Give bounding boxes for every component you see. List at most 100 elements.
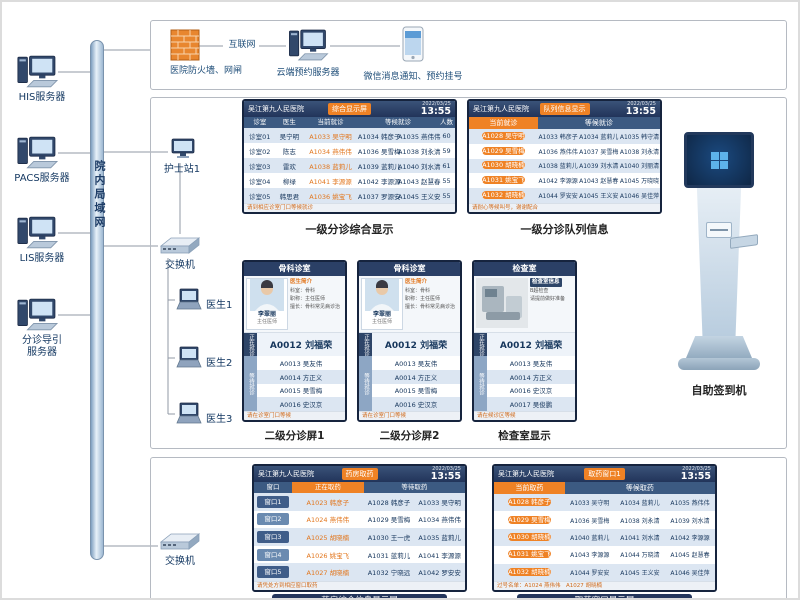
current-patient-row: 正在就诊 A0012 刘福荣 [474, 332, 575, 356]
wait-cell: A1043 李源源 [570, 552, 610, 560]
wait-item: A0013 吴友伟 [394, 359, 438, 368]
wait-cell: A1039 蓝莉儿 [357, 162, 401, 171]
wait-cell: A1042 罗安安 [418, 569, 461, 578]
wait-cell: A1042 李源源 [357, 177, 401, 186]
wait-cell: A1042 李源源 [670, 535, 710, 543]
date-text: 2022/03/25 [627, 100, 656, 107]
doctor-photo [250, 279, 284, 311]
doctor-photo [365, 279, 399, 311]
wait-cell: A1032 宁晓远 [367, 569, 411, 578]
wait-cell: A1034 韩彦子 [357, 132, 401, 141]
wait-item: A0014 方正义 [487, 369, 575, 384]
triage-guide-server-icon [16, 297, 60, 337]
wait-cell: A1037 吴雪梅 [579, 148, 619, 156]
current-patient-row: 正在就诊 A0012 刘福荣 [359, 332, 460, 356]
kiosk-keypad-tray [730, 234, 758, 249]
wait-cell: A1035 蓝莉儿 [418, 533, 461, 542]
doctor-card: 李翠丽 主任医师 [246, 278, 288, 330]
doctor-info-panel: 李翠丽 主任医师 医生简介 科室：骨科 职称：主任医师 擅长：骨科常见病诊治 [359, 276, 460, 332]
col-doctor: 医生 [282, 118, 296, 126]
count-cell: 55 [442, 191, 451, 200]
column-headers: 当前取药 等候取药 [494, 482, 715, 494]
doctor-cell: 陈志 [282, 147, 296, 156]
doctor-cell: 雷欢 [282, 162, 296, 171]
current-label: 正在就诊 [244, 333, 257, 356]
window-cell: 窗口2 [257, 513, 289, 526]
wait-cell: A1034 蓝莉儿 [620, 500, 660, 508]
col-waiting: 等候就诊 [385, 118, 411, 126]
col-room: 诊室 [253, 118, 267, 126]
kiosk-printer-slot [706, 222, 732, 238]
date-text: 2022/03/25 [432, 465, 461, 472]
windows-logo-icon [710, 151, 728, 169]
wait-cell: A1042 李源源 [538, 178, 578, 186]
waiting-panel: 等待就诊 A0013 吴友伟 A0014 方正义 A0015 吴雪梅 A0016… [244, 356, 345, 411]
count-cell: 61 [442, 161, 451, 170]
screen-l2-triage-1: 骨科诊室 李翠丽 主任医师 医生简介 科室：骨科 职称：主任医师 擅长：骨科常见… [242, 260, 347, 422]
lis-server-icon [16, 215, 60, 255]
dept-header: 骨科诊室 [359, 262, 460, 276]
col-waiting: 等候就诊 [537, 117, 660, 129]
wait-cell: A1038 刘永清 [620, 517, 660, 525]
current-pill: A1030 胡晓楠 [508, 533, 551, 542]
info-line: 职称：主任医师 [405, 295, 441, 302]
current-cell: A1023 韩彦子 [306, 498, 350, 507]
current-pill: A1031 姚宝飞 [508, 550, 551, 559]
screen-badge: 药房取药 [341, 468, 378, 480]
switch-icon [158, 234, 202, 262]
window-cell: 窗口1 [257, 495, 289, 508]
nurse-station-icon [170, 138, 196, 164]
current-cell: A1038 蓝莉儿 [309, 162, 352, 171]
wechat-notify-label: 微信消息通知、预约挂号 [363, 72, 463, 82]
col-count: 人数 [440, 118, 454, 126]
current-patient: A0012 刘福荣 [487, 333, 575, 356]
current-pill: A1031 姚宝飞 [482, 176, 525, 185]
wait-cell: A1034 燕伟伟 [418, 516, 461, 525]
col-window: 窗口 [254, 482, 292, 493]
wait-cell: A1028 韩彦子 [367, 498, 411, 507]
wait-cell: A1035 燕伟伟 [398, 132, 441, 141]
doctor-cell: 柳绿 [282, 177, 296, 186]
caption-triage-overview: 一级分诊综合显示 [305, 223, 394, 236]
doctor-info-panel: 李翠丽 主任医师 医生简介 科室：骨科 职称：主任医师 擅长：骨科常见病诊治 [244, 276, 345, 332]
current-pill: A1028 韩彦子 [508, 498, 551, 507]
wait-cell: A1044 罗安安 [570, 569, 610, 577]
current-pill: A1029 吴雪梅 [508, 515, 551, 524]
waiting-label: 等待就诊 [474, 356, 487, 411]
wait-item: A0016 史汉京 [257, 397, 345, 411]
wait-cell: A1045 王义安 [398, 192, 441, 201]
wait-cell: A1041 刘水清 [620, 535, 660, 543]
marquee-text: 请在诊室门口等候 [359, 411, 460, 420]
wait-cell: A1043 赵慧春 [579, 178, 619, 186]
doctor3-laptop-icon [174, 402, 204, 430]
pharmacy-switch-icon [158, 530, 202, 558]
count-cell: 55 [442, 176, 451, 185]
wait-cell: A1044 万晓清 [620, 552, 660, 560]
window-cell: 窗口3 [257, 530, 289, 543]
info-line: 擅长：骨科常见病诊治 [290, 303, 341, 310]
wait-cell: A1029 吴雪梅 [367, 516, 411, 525]
caption-l2-screen-2: 二级分诊屏2 [379, 430, 440, 442]
room-cell: 诊室03 [249, 162, 271, 171]
current-patient: A0012 刘福荣 [372, 333, 460, 356]
current-patient-row: 正在就诊 A0012 刘福荣 [244, 332, 345, 356]
wait-cell: A1034 蓝莉儿 [579, 133, 619, 141]
waiting-label: 等待就诊 [244, 356, 257, 411]
wait-cell: A1044 罗安安 [538, 193, 578, 201]
current-cell: A1036 姚宝飞 [309, 192, 352, 201]
lan-backbone-label: 院内局域网 [93, 160, 106, 230]
wechat-phone-icon [402, 26, 424, 66]
wait-cell: A1031 蓝莉儿 [367, 551, 411, 560]
info-line: 请提前做好准备 [530, 295, 566, 302]
wait-cell: A1040 刘丽清 [619, 163, 660, 171]
